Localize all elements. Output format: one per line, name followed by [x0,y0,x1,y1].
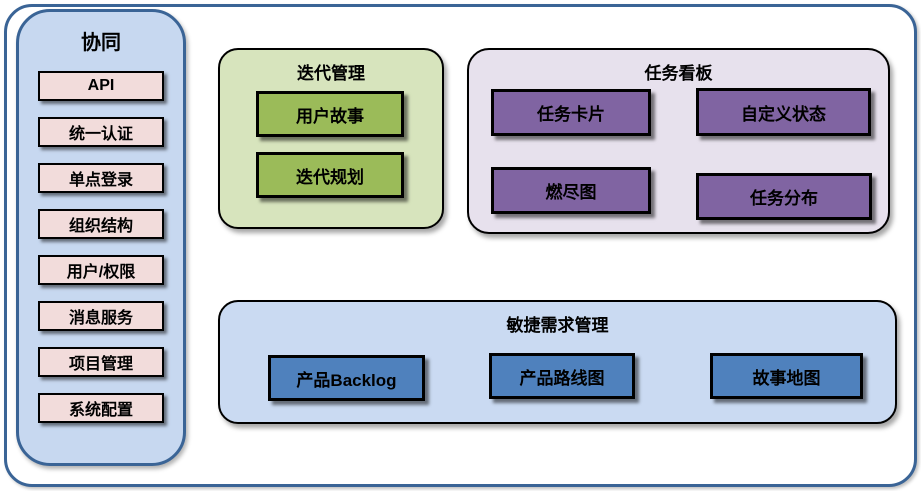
sidebar-item-sso: 单点登录 [38,163,164,193]
collaboration-panel: 协同 API 统一认证 单点登录 组织结构 用户/权限 消息服务 项目管理 系统… [16,9,186,466]
block-burndown-chart: 燃尽图 [491,167,651,214]
task-board-group: 任务看板 任务卡片 自定义状态 燃尽图 任务分布 [467,48,890,234]
collaboration-panel-title: 协同 [81,32,121,54]
block-custom-status: 自定义状态 [696,88,871,136]
agile-requirements-group: 敏捷需求管理 产品Backlog 产品路线图 故事地图 [218,300,897,424]
agile-requirements-title: 敏捷需求管理 [506,316,609,335]
sidebar-item-api: API [38,71,164,101]
collaboration-item-list: API 统一认证 单点登录 组织结构 用户/权限 消息服务 项目管理 系统配置 [19,71,183,423]
iteration-management-group: 迭代管理 用户故事 迭代规划 [218,48,444,229]
block-iteration-planning: 迭代规划 [256,152,404,198]
block-task-card: 任务卡片 [491,89,651,136]
block-task-distribution: 任务分布 [696,173,872,220]
block-story-map: 故事地图 [710,353,863,399]
block-product-backlog: 产品Backlog [268,355,425,401]
sidebar-item-user-permissions: 用户/权限 [38,255,164,285]
block-user-story: 用户故事 [256,91,404,137]
sidebar-item-project-management: 项目管理 [38,347,164,377]
task-board-title: 任务看板 [644,64,713,83]
block-product-roadmap: 产品路线图 [489,353,635,399]
sidebar-item-unified-auth: 统一认证 [38,117,164,147]
sidebar-item-message-service: 消息服务 [38,301,164,331]
sidebar-item-org-structure: 组织结构 [38,209,164,239]
sidebar-item-system-config: 系统配置 [38,393,164,423]
iteration-management-title: 迭代管理 [297,64,365,83]
